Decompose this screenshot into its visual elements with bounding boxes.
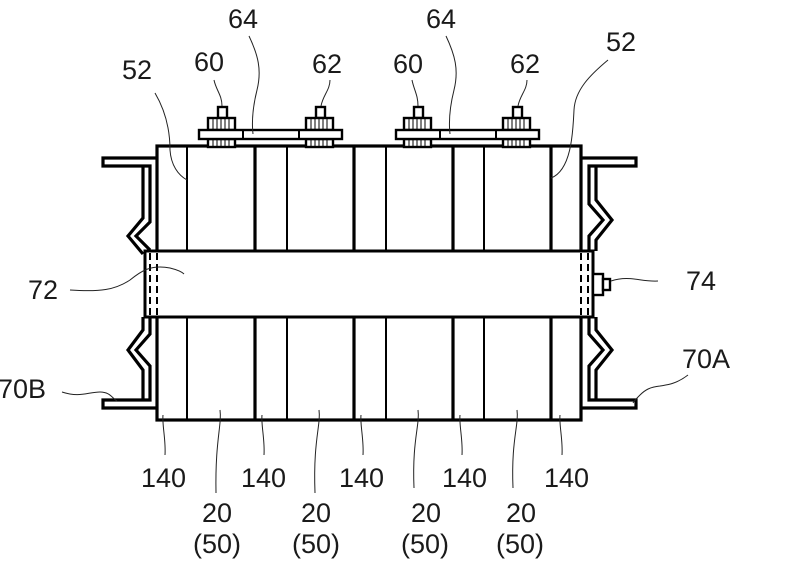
cell-dividers-lower: [186, 317, 553, 420]
binding-band-72: [143, 249, 595, 319]
label-band-72: 72: [28, 275, 58, 305]
reference-labels: 52 60 64 62 60 64 62 52 72 74 70B 70A 14…: [0, 4, 730, 559]
terminal-group-2: [394, 105, 541, 149]
label-bus-bar-64-1: 64: [228, 4, 258, 34]
label-terminal-60-2: 60: [393, 49, 423, 79]
bracket-70b: [101, 156, 157, 410]
leader-lines: [61, 35, 689, 494]
cell-dividers-upper: [186, 146, 553, 251]
label-cover-52-left: 52: [122, 55, 152, 85]
label-cell-50: (50): [292, 529, 340, 559]
label-spacer-140: 140: [339, 463, 384, 493]
label-cover-52-right: 52: [606, 27, 636, 57]
label-bracket-70b: 70B: [0, 374, 46, 404]
bus-bar-64-1: [197, 128, 344, 141]
label-cell-20: 20: [506, 498, 536, 528]
label-bolt-74: 74: [686, 266, 716, 296]
label-spacer-140: 140: [544, 463, 589, 493]
label-spacer-140: 140: [241, 463, 286, 493]
label-cell-20: 20: [202, 498, 232, 528]
label-terminal-62-1: 62: [312, 49, 342, 79]
terminal-group-1: [197, 105, 344, 149]
label-bracket-70a: 70A: [682, 344, 730, 374]
label-cell-50: (50): [193, 529, 241, 559]
bolt-74: [591, 272, 612, 297]
label-terminal-60-1: 60: [194, 47, 224, 77]
label-spacer-140: 140: [442, 463, 487, 493]
bracket-70a: [581, 156, 638, 410]
bus-bar-64-2: [394, 128, 541, 141]
label-spacer-140: 140: [141, 463, 186, 493]
label-cell-50: (50): [401, 529, 449, 559]
label-cell-20: 20: [301, 498, 331, 528]
label-bus-bar-64-2: 64: [426, 4, 456, 34]
label-cell-20: 20: [411, 498, 441, 528]
label-terminal-62-2: 62: [510, 49, 540, 79]
label-cell-50: (50): [496, 529, 544, 559]
